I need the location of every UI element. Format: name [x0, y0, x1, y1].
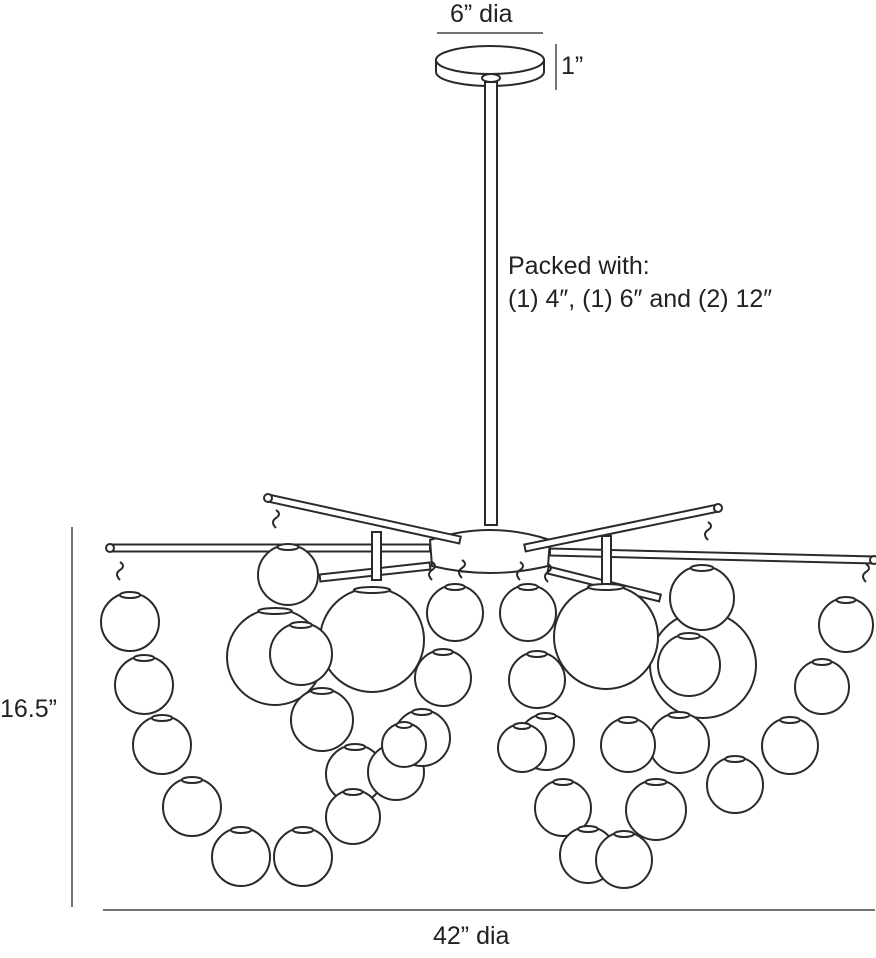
glass-globe — [657, 633, 721, 697]
glass-globe — [211, 827, 271, 887]
glass-globe — [257, 544, 319, 606]
globe-collar — [291, 826, 315, 834]
globe-collar — [517, 583, 539, 591]
width-label: 42” dia — [433, 922, 510, 950]
glass-globe — [414, 649, 472, 707]
arm-rod — [548, 547, 876, 565]
hook — [704, 521, 712, 541]
globe-collar — [310, 687, 334, 695]
hook — [428, 561, 436, 581]
globe-collar — [289, 621, 313, 629]
arm-rod — [266, 493, 462, 545]
glass-globe — [132, 715, 192, 775]
globe-collar — [811, 658, 833, 666]
glass-globe — [426, 584, 484, 642]
glass-globe — [794, 659, 850, 715]
globe-collar — [444, 583, 466, 591]
arm-rod — [523, 503, 720, 553]
globe-collar — [150, 714, 174, 722]
arm-end-cap — [105, 543, 115, 553]
glass-globe — [595, 831, 653, 889]
globe-collar — [677, 632, 701, 640]
globe-stem — [371, 531, 382, 581]
hook — [544, 563, 552, 583]
glass-globes — [100, 543, 874, 889]
hook — [272, 509, 280, 529]
globe-collar — [276, 543, 300, 551]
downrod — [481, 73, 501, 526]
hook — [458, 559, 466, 579]
glass-globe — [600, 717, 656, 773]
globe-collar — [118, 591, 142, 599]
globe-collar — [411, 708, 433, 716]
glass-globe — [162, 777, 222, 837]
height-label: 16.5” — [0, 695, 57, 723]
glass-globe — [706, 756, 764, 814]
canopy — [435, 45, 545, 87]
hook — [862, 563, 870, 583]
globe-collar — [535, 712, 557, 720]
glass-globe — [273, 827, 333, 887]
glass-globe — [625, 779, 687, 841]
globe-collar — [835, 596, 857, 604]
glass-globe — [508, 651, 566, 709]
globe-collar — [577, 825, 599, 833]
arm-end-cap — [263, 493, 273, 503]
glass-globe — [499, 584, 557, 642]
glass-globe — [761, 717, 819, 775]
hook — [116, 561, 124, 581]
globe-collar — [352, 586, 392, 594]
globe-collar — [613, 830, 635, 838]
globe-collar — [552, 778, 574, 786]
globe-collar — [689, 564, 715, 572]
globe-collar — [257, 607, 293, 615]
globe-collar — [644, 778, 668, 786]
glass-globe — [290, 688, 354, 752]
glass-globe — [114, 655, 174, 715]
arm-end-cap — [713, 503, 723, 513]
globe-collar — [512, 722, 532, 730]
packing-note-line1: Packed with: — [508, 252, 650, 280]
arm-end-cap — [869, 555, 876, 565]
globe-collar — [667, 711, 691, 719]
glass-globe — [100, 592, 160, 652]
globe-collar — [779, 716, 801, 724]
glass-globe — [319, 587, 425, 693]
globe-collar — [724, 755, 746, 763]
glass-globe — [669, 565, 735, 631]
globe-collar — [343, 743, 367, 751]
hook — [516, 561, 524, 581]
glass-globe — [648, 712, 710, 774]
glass-globe — [818, 597, 874, 653]
canopy-height-label: 1” — [561, 52, 584, 80]
glass-globe — [269, 622, 333, 686]
glass-globe — [381, 722, 427, 768]
glass-globe — [325, 789, 381, 845]
canopy-diameter-label: 6” dia — [450, 0, 513, 28]
globe-collar — [526, 650, 548, 658]
globe-collar — [229, 826, 253, 834]
packing-note-line2: (1) 4″, (1) 6″ and (2) 12″ — [508, 285, 773, 313]
globe-collar — [342, 788, 364, 796]
globe-collar — [132, 654, 156, 662]
globe-collar — [395, 721, 413, 729]
globe-collar — [432, 648, 454, 656]
glass-globe — [497, 723, 547, 773]
globe-collar — [586, 583, 626, 591]
globe-collar — [180, 776, 204, 784]
globe-stem — [601, 535, 612, 585]
globe-collar — [617, 716, 639, 724]
glass-globe — [553, 584, 659, 690]
